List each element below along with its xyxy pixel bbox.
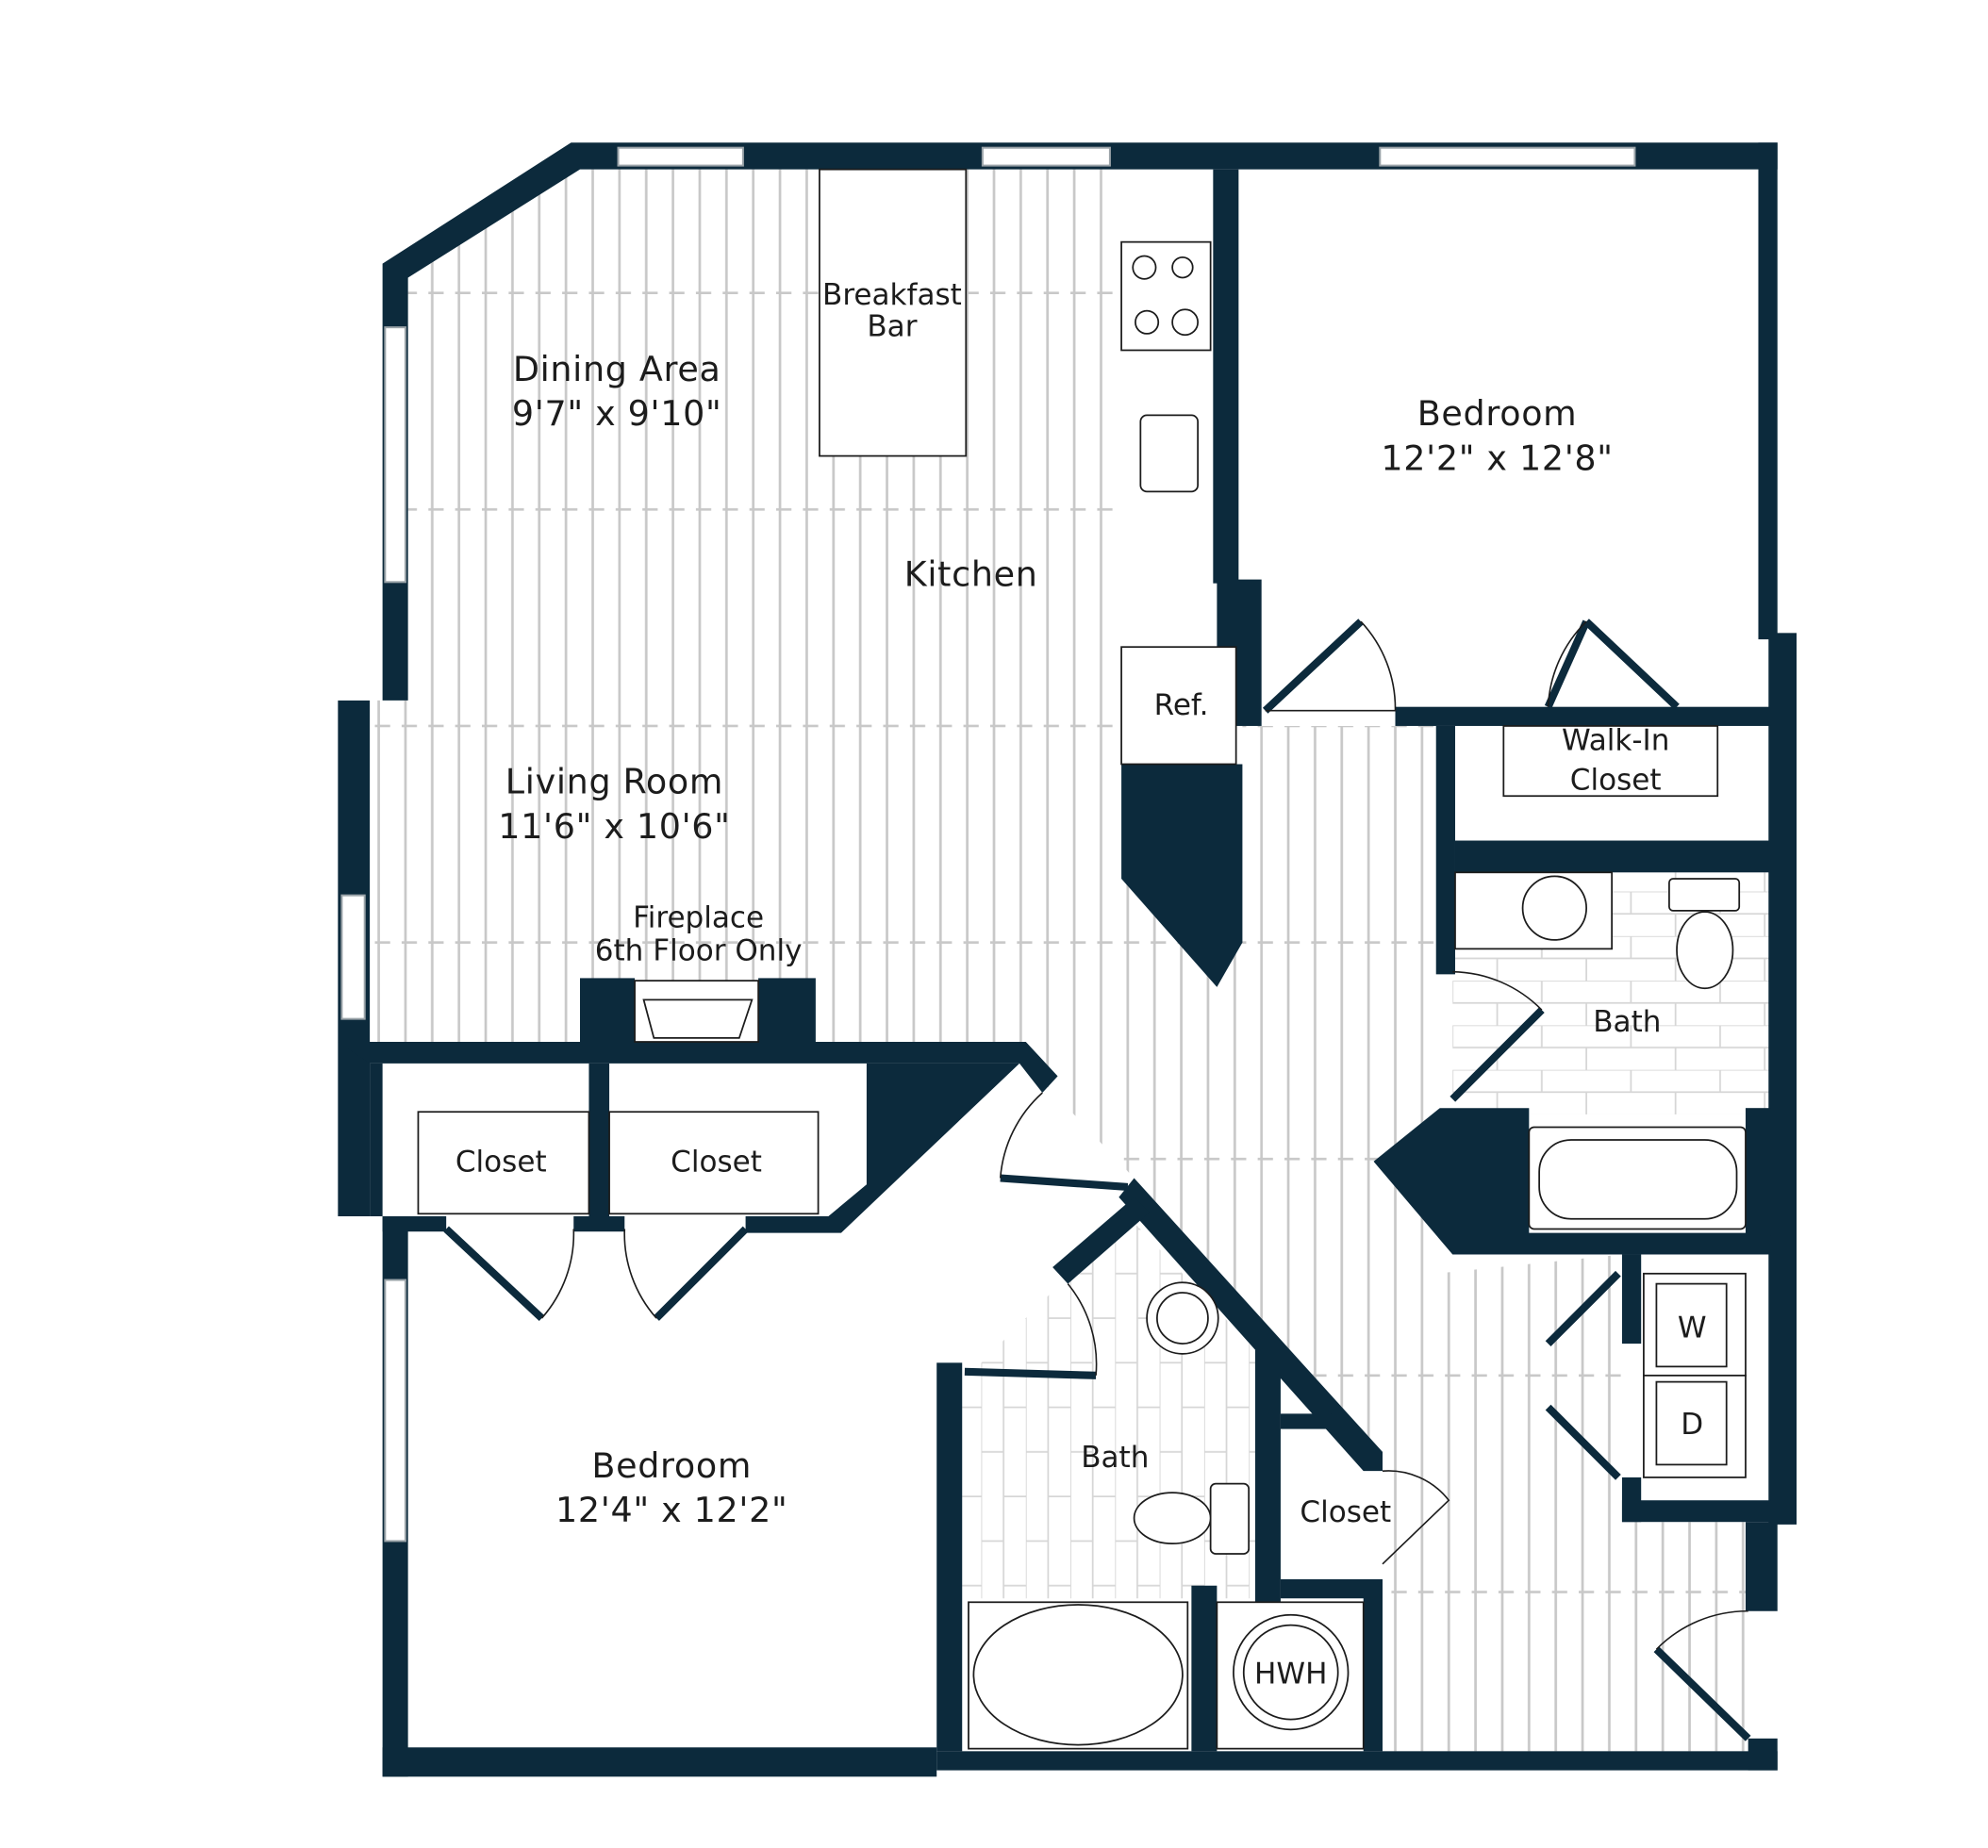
kitchen-sink-icon xyxy=(1139,414,1200,493)
closet-b-label: Closet xyxy=(671,1146,762,1180)
bath2-label: Bath xyxy=(1081,1441,1149,1475)
bedroom1-size: 12'2" x 12'8" xyxy=(1381,437,1613,478)
closet-a-label: Closet xyxy=(456,1146,547,1180)
closet-c-label: Closet xyxy=(1300,1495,1391,1529)
dining-area-label: Dining Area xyxy=(513,349,721,389)
breakfast-bar-label: Breakfast xyxy=(822,278,962,312)
room-labels: Dining Area 9'7" x 9'10" Breakfast Bar K… xyxy=(456,278,1707,1691)
sink-icon xyxy=(1521,875,1587,941)
fixtures xyxy=(417,168,1747,1750)
dryer-label: D xyxy=(1681,1408,1703,1442)
refrigerator xyxy=(1120,646,1237,766)
stove-burner-icon xyxy=(1132,255,1157,280)
living-room-size: 11'6" x 10'6" xyxy=(498,806,730,847)
refrigerator-label: Ref. xyxy=(1154,688,1209,722)
bedroom1-label: Bedroom xyxy=(1417,393,1578,434)
walk-in-closet-label: Walk-In xyxy=(1562,724,1669,758)
toilet-icon xyxy=(1209,1482,1251,1555)
bath1-label: Bath xyxy=(1593,1005,1661,1039)
bedroom2-size: 12'4" x 12'2" xyxy=(555,1490,787,1530)
toilet-icon xyxy=(1668,878,1741,912)
windows xyxy=(340,146,1636,1543)
fireplace-label: Fireplace xyxy=(633,900,764,934)
walls xyxy=(338,142,1797,1777)
closet-shelf xyxy=(1502,725,1719,798)
breakfast-bar-label-2: Bar xyxy=(867,310,917,344)
breakfast-bar xyxy=(819,168,968,457)
doors xyxy=(443,619,1751,1741)
kitchen-label: Kitchen xyxy=(904,553,1038,594)
dining-area-size: 9'7" x 9'10" xyxy=(512,393,721,434)
bedroom2-label: Bedroom xyxy=(591,1445,752,1486)
washer-label: W xyxy=(1678,1311,1707,1345)
living-room-label: Living Room xyxy=(505,762,723,802)
walk-in-closet-label-2: Closet xyxy=(1570,763,1662,797)
water-heater-label: HWH xyxy=(1254,1658,1327,1691)
floor-planks xyxy=(370,169,1746,1752)
fireplace-note: 6th Floor Only xyxy=(595,933,803,967)
